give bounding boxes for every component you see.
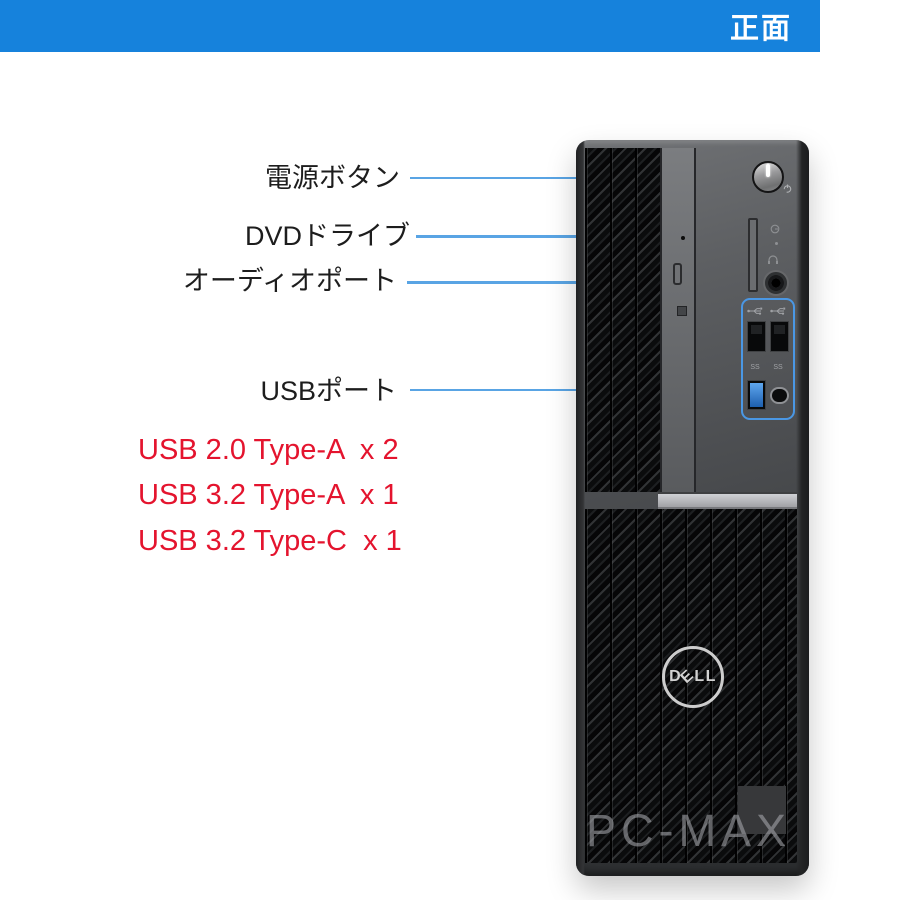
power-button (752, 161, 784, 193)
usb-trident-icon (770, 307, 786, 315)
leader-line-dvd (416, 235, 666, 238)
label-power-button: 電源ボタン (265, 163, 400, 193)
service-tag-label (738, 786, 786, 834)
audio-jack-port (765, 272, 787, 294)
spec-usb20-type-a: USB 2.0 Type-A x 2 (138, 434, 399, 466)
front-panel-divider (658, 492, 797, 509)
view-label: 正面 (729, 13, 792, 45)
label-dvd-drive: DVDドライブ (244, 221, 410, 251)
mesh-grille-upper (585, 148, 660, 492)
spec-usb32-type-c: USB 3.2 Type-C x 1 (138, 525, 402, 557)
hdd-activity-icon (770, 224, 780, 234)
power-symbol-icon (783, 184, 792, 193)
label-audio-port: オーディオポート (182, 266, 397, 296)
usb-trident-icon (747, 307, 763, 315)
usb3-type-a-port (747, 380, 766, 410)
case-right-edge (796, 140, 809, 876)
case-left-edge (576, 140, 585, 876)
headphone-icon (767, 253, 779, 265)
seller-watermark: PC-MAX (586, 805, 792, 856)
label-usb-ports: USBポート (260, 376, 397, 406)
superspeed-label: SS (773, 364, 783, 371)
indicator-dot (775, 242, 778, 245)
dvd-drive-bay (660, 148, 696, 492)
usb-port-cluster-highlight: SS SS (741, 298, 795, 420)
usb2-type-a-port (747, 321, 766, 352)
dvd-activity-led (677, 306, 687, 316)
sd-card-slot (748, 218, 758, 292)
usb-type-c-port (770, 387, 789, 404)
superspeed-label: SS (750, 364, 760, 371)
header-bar: 正面 (0, 0, 820, 52)
dvd-eject-pinhole (681, 236, 685, 240)
dvd-eject-button (673, 263, 682, 285)
leader-line-usb (410, 388, 741, 391)
spec-usb32-type-a: USB 3.2 Type-A x 1 (138, 479, 399, 511)
usb2-type-a-port (770, 321, 789, 352)
